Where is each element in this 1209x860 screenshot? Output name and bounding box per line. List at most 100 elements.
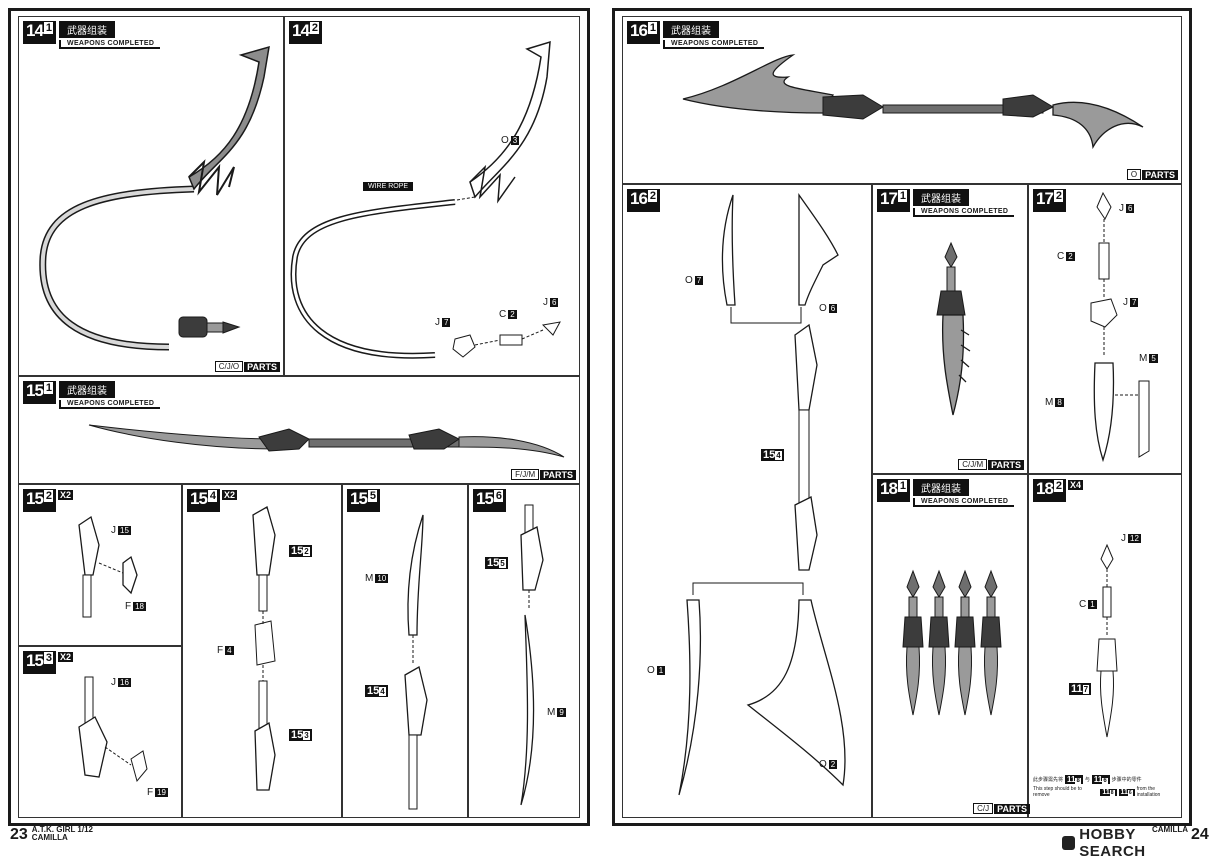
right-page-frame	[612, 8, 1192, 826]
step-heading: 武器组装 WEAPONS COMPLETED	[59, 381, 161, 409]
step-heading: 武器组装 WEAPONS COMPLETED	[913, 479, 1015, 507]
removal-note: 此步骤需先将 118 与 116 步骤中的零件 This step should…	[1033, 775, 1161, 798]
blade-assembly-illustration	[520, 504, 544, 806]
step-reference: 154	[761, 449, 784, 461]
heading-en: WEAPONS COMPLETED	[663, 40, 765, 49]
step-reference: 153	[289, 729, 312, 741]
step-heading: 武器组装 WEAPONS COMPLETED	[59, 21, 161, 49]
step-heading: 武器组装 WEAPONS COMPLETED	[913, 189, 1015, 217]
heading-cn: 武器组装	[59, 381, 116, 398]
step-reference: 154	[365, 685, 388, 697]
whip-exploded-illustration	[290, 40, 561, 359]
kunai	[954, 569, 976, 716]
heading-en: WEAPONS COMPLETED	[913, 498, 1015, 507]
page-number: 23	[10, 826, 28, 843]
step-reference: 152	[289, 545, 312, 557]
heading-cn: 武器组装	[663, 21, 720, 38]
watermark-logo-icon	[1062, 836, 1076, 850]
heading-cn: 武器组装	[913, 189, 970, 206]
part-assembly-illustration	[78, 515, 138, 618]
heading-en: WEAPONS COMPLETED	[913, 208, 1015, 217]
dagger-exploded-illustration	[1090, 191, 1150, 463]
part-assembly-illustration	[252, 506, 276, 791]
scythe-assembled-illustration	[682, 54, 1144, 150]
quantity-badge: X2	[58, 490, 74, 500]
kunai	[980, 569, 1002, 716]
kunai	[928, 569, 950, 716]
page-number: 24	[1191, 826, 1209, 843]
quantity-badge: X4	[1068, 480, 1084, 490]
blade-assembly-illustration	[404, 514, 428, 810]
right-footer: CAMILLA 24	[1152, 825, 1209, 844]
quantity-badge: X2	[58, 652, 74, 662]
heading-en: WEAPONS COMPLETED	[59, 40, 161, 49]
left-page-frame	[8, 8, 590, 826]
heading-cn: 武器组装	[913, 479, 970, 496]
step-heading: 武器组装 WEAPONS COMPLETED	[663, 21, 765, 49]
scythe-exploded-illustration	[678, 192, 846, 796]
whip-assembled-illustration	[39, 45, 270, 351]
heading-en: WEAPONS COMPLETED	[59, 400, 161, 409]
hobby-search-watermark: HOBBY SEARCH	[1062, 826, 1200, 860]
